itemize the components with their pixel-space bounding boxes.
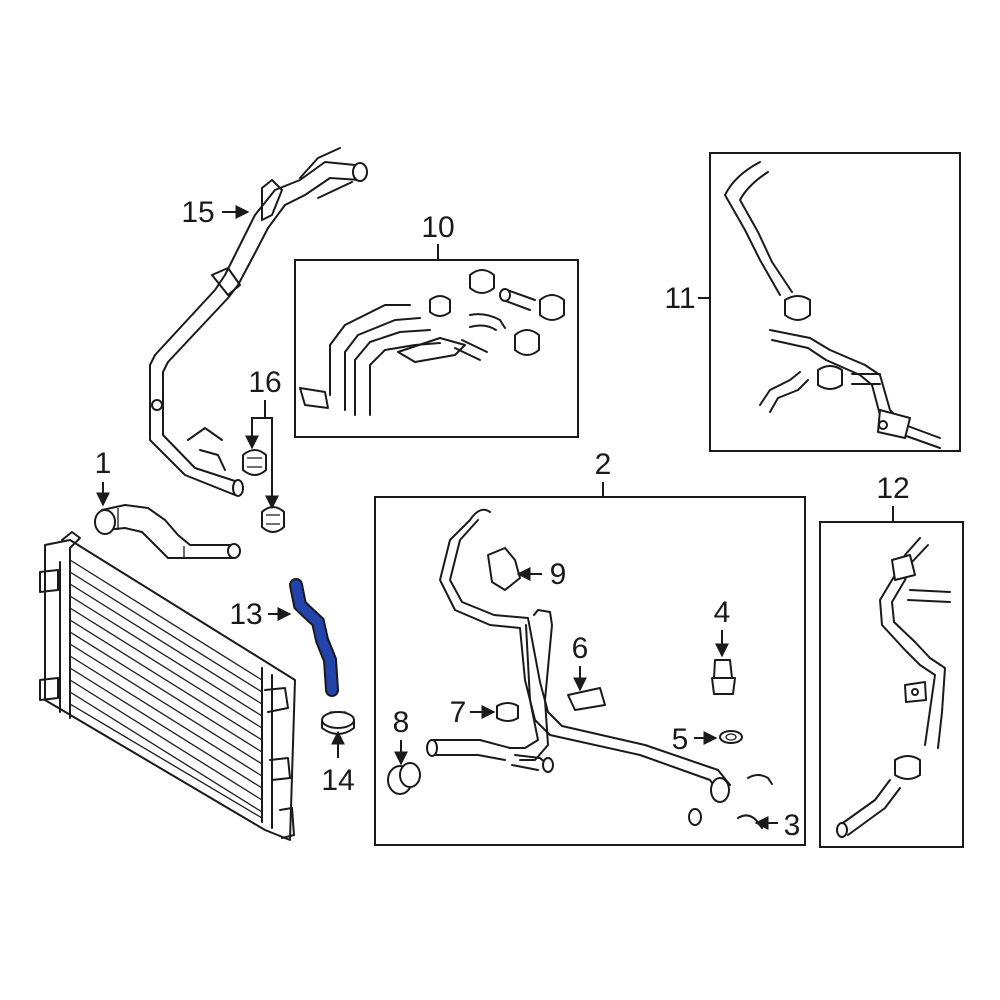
callout-13: 13 (229, 598, 292, 631)
callout-6-label: 6 (572, 632, 589, 665)
part-14-clamp (321, 711, 355, 735)
callout-5-label: 5 (672, 723, 689, 756)
part-15-tube-assembly (149, 147, 368, 497)
callout-1-label: 1 (95, 447, 112, 480)
part-4-sensor (711, 659, 736, 695)
radiator (39, 531, 296, 841)
part-10-pipe-set (299, 269, 565, 416)
part-6-clip (567, 687, 606, 711)
callout-10-label: 10 (421, 211, 454, 244)
callout-3-label: 3 (784, 809, 801, 842)
box-part-12 (819, 521, 964, 848)
part-3-clips (688, 774, 773, 829)
callout-15-label: 15 (181, 196, 214, 229)
callout-15: 15 (181, 196, 250, 229)
part-5-o-ring (719, 730, 743, 744)
part-13-hose-fill (291, 580, 337, 695)
callout-1: 1 (95, 447, 112, 507)
callout-11: 11 (664, 282, 710, 315)
callout-10: 10 (421, 211, 455, 260)
callout-3: 3 (754, 809, 801, 842)
callout-11-label: 11 (664, 282, 695, 315)
callout-9-label: 9 (550, 558, 567, 591)
part-8-fitting (387, 762, 421, 795)
callout-6: 6 (572, 632, 589, 692)
callout-5: 5 (672, 723, 718, 756)
callout-14-label: 14 (321, 764, 354, 797)
callout-16-label: 16 (248, 366, 281, 399)
callout-7-label: 7 (450, 696, 467, 729)
part-13-hose-highlighted (289, 578, 339, 697)
callout-2-label: 2 (595, 448, 612, 481)
part-11-hose-set (724, 161, 941, 449)
callout-14: 14 (321, 730, 355, 797)
part-16-clamps (242, 449, 285, 533)
callout-13-label: 13 (229, 598, 262, 631)
callout-2: 2 (595, 448, 612, 497)
callout-4: 4 (714, 596, 731, 658)
callout-16: 16 (245, 366, 282, 510)
part-9-bracket (487, 547, 521, 591)
part-1-hose (94, 504, 241, 559)
box-part-11 (709, 152, 961, 452)
callout-9: 9 (516, 558, 567, 591)
callout-12-label: 12 (876, 472, 909, 505)
part-2-hose-assembly (426, 508, 731, 803)
callout-4-label: 4 (714, 596, 731, 629)
box-part-10 (294, 259, 579, 438)
part-7-clamp (496, 702, 519, 722)
callout-8-label: 8 (393, 706, 410, 739)
callout-12: 12 (876, 472, 910, 522)
box-part-2 (374, 496, 806, 846)
part-12-pipe-assembly (836, 537, 951, 838)
callout-7: 7 (450, 696, 496, 729)
callout-8: 8 (393, 706, 410, 766)
